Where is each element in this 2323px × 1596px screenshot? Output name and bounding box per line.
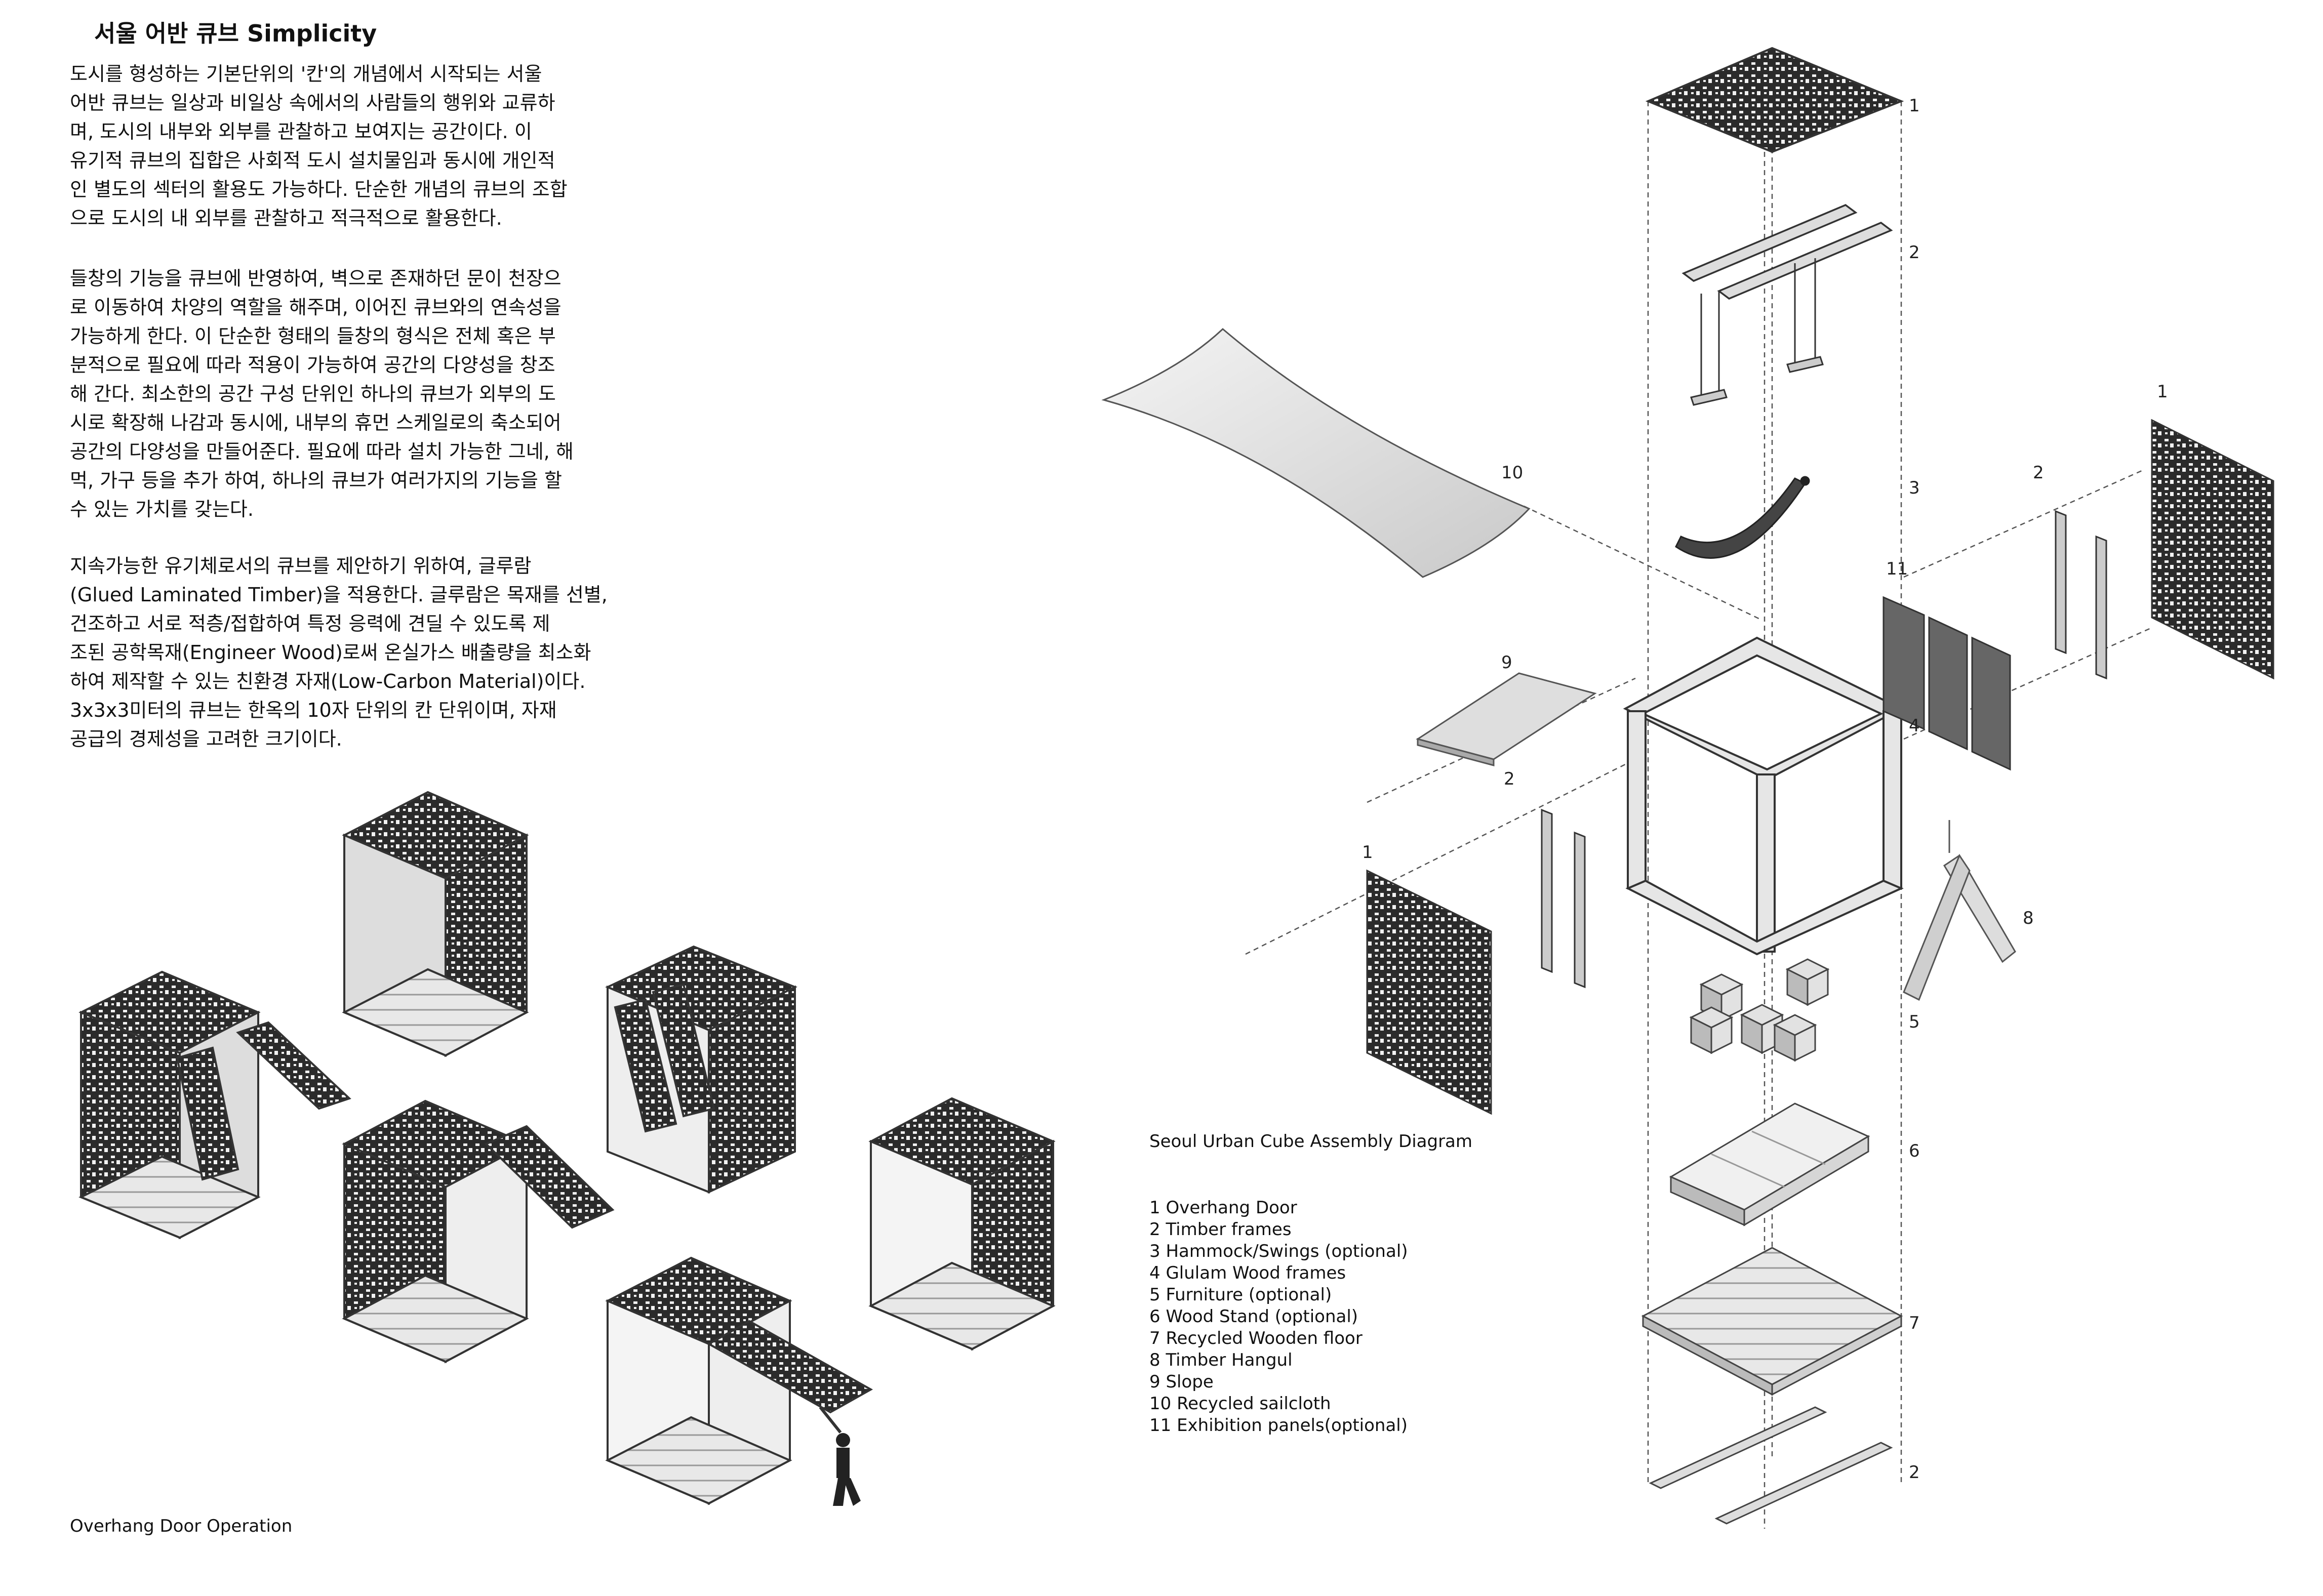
- callout-roof-door: 1: [1909, 96, 1920, 116]
- text-line: 수 있는 가치를 갖는다.: [70, 498, 254, 520]
- cube-open-frame: [868, 1097, 1056, 1351]
- recycled-sailcloth: [1101, 328, 1531, 578]
- recycled-wooden-floor: [1641, 1247, 1903, 1396]
- callout-glulam-frame: 4: [1909, 716, 1920, 736]
- left-overhang-door: [1366, 869, 1492, 1115]
- right-overhang-door: [2151, 419, 2274, 680]
- glulam-frame: [1623, 636, 1904, 956]
- exhibition-panels: [1883, 596, 2011, 771]
- legend-item: 6 Wood Stand (optional): [1149, 1306, 1358, 1327]
- callout-roof-frame: 2: [1909, 242, 1920, 263]
- page-title: 서울 어반 큐브 Simplicity: [94, 20, 377, 47]
- text-line: 공간의 다양성을 만들어준다. 필요에 따라 설치 가능한 그네, 해: [70, 440, 574, 463]
- text-line: 들창의 기능을 큐브에 반영하여, 벽으로 존재하던 문이 천장으: [70, 267, 562, 290]
- legend-item: 11 Exhibition panels(optional): [1149, 1415, 1408, 1436]
- timber-hangul: [1903, 820, 2016, 1001]
- caption-assembly-diagram: Seoul Urban Cube Assembly Diagram: [1149, 1131, 1472, 1152]
- paragraph-overhang-door: 들창의 기능을 큐브에 반영하여, 벽으로 존재하던 문이 천장으 로 이동하여…: [70, 264, 708, 524]
- text-line: 분적으로 필요에 따라 적용이 가능하여 공간의 다양성을 창조: [70, 354, 555, 376]
- text-line: 어반 큐브는 일상과 비일상 속에서의 사람들의 행위와 교류하: [70, 92, 555, 114]
- callout-left-frame: 2: [1504, 769, 1515, 789]
- paragraph-concept: 도시를 형성하는 기본단위의 '칸'의 개념에서 시작되는 서울 어반 큐브는 …: [70, 60, 708, 233]
- callout-right-frame: 2: [2033, 463, 2044, 483]
- text-line: 지속가능한 유기체로서의 큐브를 제안하기 위하여, 글루람: [70, 555, 532, 577]
- legend-item: 8 Timber Hangul: [1149, 1350, 1293, 1370]
- callout-labels: 1 2 3 4 5 6 7 2 8 9 10 11 1 2 1 2: [1362, 96, 2168, 1483]
- text-line: 시로 확장해 나감과 동시에, 내부의 휴먼 스케일로의 축소되어: [70, 412, 562, 434]
- caption-overhang-door-operation: Overhang Door Operation: [70, 1516, 293, 1536]
- left-timber-frame: [1541, 808, 1586, 989]
- text-line: 도시를 형성하는 기본단위의 '칸'의 개념에서 시작되는 서울: [70, 63, 542, 85]
- legend-item: 9 Slope: [1149, 1372, 1214, 1392]
- callout-furniture: 5: [1909, 1012, 1920, 1032]
- text-line: (Glued Laminated Timber)을 적용한다. 글루람은 목재를…: [70, 584, 608, 606]
- legend-item: 4 Glulam Wood frames: [1149, 1263, 1346, 1283]
- callout-exhibition: 11: [1886, 559, 1908, 579]
- callout-hammock: 3: [1909, 478, 1920, 498]
- text-line: 먹, 가구 등을 추가 하여, 하나의 큐브가 여러가지의 기능을 할: [70, 469, 562, 492]
- text-line: 유기적 큐브의 집합은 사회적 도시 설치물임과 동시에 개인적: [70, 149, 555, 172]
- text-line: 으로 도시의 내 외부를 관찰하고 적극적으로 활용한다.: [70, 207, 502, 229]
- cube-operated-by-person: [605, 1256, 873, 1505]
- callout-right-door: 1: [2157, 382, 2168, 402]
- right-timber-frame: [2055, 510, 2107, 680]
- legend-item: 2 Timber frames: [1149, 1219, 1292, 1240]
- text-line: 건조하고 서로 적층/접합하여 특정 응력에 견딜 수 있도록 제: [70, 612, 550, 635]
- callout-floor: 7: [1909, 1313, 1920, 1333]
- hammock: [1675, 476, 1810, 559]
- text-line: 며, 도시의 내부와 외부를 관찰하고 보여지는 공간이다. 이: [70, 120, 532, 143]
- roof-timber-frame: [1681, 203, 1893, 300]
- wood-stand: [1669, 1102, 1870, 1226]
- legend-item: 5 Furniture (optional): [1149, 1285, 1332, 1305]
- person-figure: [833, 1433, 861, 1506]
- text-line: 공급의 경제성을 고려한 크기이다.: [70, 728, 342, 750]
- furniture-blocks: [1689, 958, 1830, 1062]
- callout-bottom-frame: 2: [1909, 1462, 1920, 1483]
- legend-list: 1 Overhang Door 2 Timber frames 3 Hammoc…: [1149, 1197, 1408, 1437]
- callout-hangul: 8: [2023, 908, 2034, 928]
- text-line: 조된 공학목재(Engineer Wood)로써 온실가스 배출량을 최소화: [70, 641, 591, 664]
- cube-door-tilted: [605, 945, 797, 1194]
- swings: [1690, 258, 1824, 406]
- text-line: 인 별도의 섹터의 활용도 가능하다. 단순한 개념의 큐브의 조합: [70, 178, 568, 200]
- bottom-timber-frame: [1649, 1406, 1893, 1525]
- cube-closed: [342, 791, 529, 1057]
- callout-sailcloth: 10: [1501, 463, 1523, 483]
- paragraph-glulam: 지속가능한 유기체로서의 큐브를 제안하기 위하여, 글루람 (Glued La…: [70, 552, 708, 754]
- text-line: 3x3x3미터의 큐브는 한옥의 10자 단위의 칸 단위이며, 자재: [70, 699, 557, 721]
- legend-item: 1 Overhang Door: [1149, 1198, 1297, 1218]
- legend-item: 3 Hammock/Swings (optional): [1149, 1241, 1408, 1261]
- callout-slope: 9: [1501, 652, 1512, 673]
- cube-door-down: [78, 970, 351, 1240]
- legend-item: 10 Recycled sailcloth: [1149, 1394, 1331, 1414]
- legend-item: 7 Recycled Wooden floor: [1149, 1328, 1363, 1348]
- cube-door-open-awning: [342, 1099, 615, 1364]
- callout-left-door: 1: [1362, 842, 1373, 863]
- text-line: 로 이동하여 차양의 역할을 해주며, 이어진 큐브와의 연속성을: [70, 296, 562, 318]
- text-line: 해 간다. 최소한의 공간 구성 단위인 하나의 큐브가 외부의 도: [70, 383, 556, 405]
- text-line: 가능하게 한다. 이 단순한 형태의 들창의 형식은 전체 혹은 부: [70, 325, 556, 347]
- callout-wood-stand: 6: [1909, 1141, 1920, 1161]
- slope: [1416, 672, 1597, 766]
- text-line: 하여 제작할 수 있는 친환경 자재(Low-Carbon Material)이…: [70, 670, 586, 692]
- roof-overhang-door: [1645, 47, 1904, 153]
